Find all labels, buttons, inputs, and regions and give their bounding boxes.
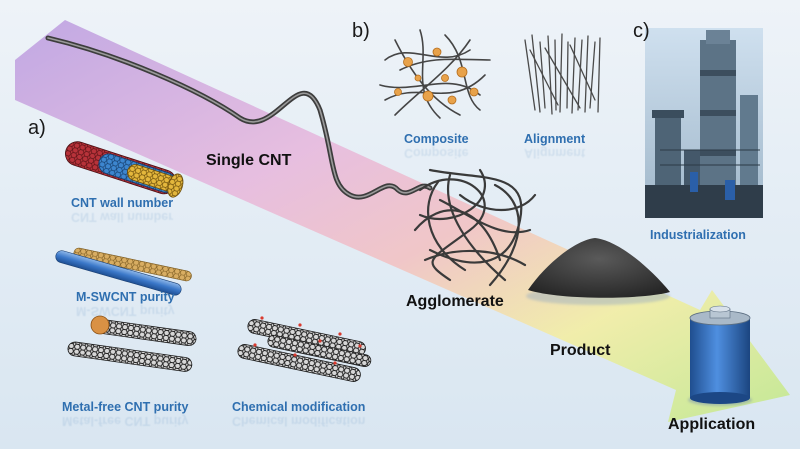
caption-composite: Composite	[404, 132, 469, 146]
agglomerate-tangle	[413, 168, 537, 287]
panel-label-b: b)	[352, 20, 370, 42]
stage-label-product: Product	[550, 342, 611, 359]
cnt-wall-number-illustration	[65, 141, 184, 198]
caption-chemical-modification-reflection: Chemical modification	[232, 414, 366, 428]
caption-m-swcnt-purity: M-SWCNT purity	[76, 290, 175, 304]
alignment-illustration	[524, 33, 601, 115]
industrial-plant-photo	[645, 28, 763, 218]
stage-label-agglomerate: Agglomerate	[406, 293, 504, 310]
metal-free-purity-illustration	[67, 315, 197, 372]
process-arrow	[15, 20, 790, 422]
m-swcnt-purity-illustration	[55, 247, 192, 296]
panel-label-a: a)	[28, 117, 46, 139]
battery-illustration	[688, 305, 752, 406]
caption-metal-free-purity-reflection: Metal-free CNT purity	[62, 414, 189, 428]
single-cnt-tube	[45, 35, 433, 200]
caption-cnt-wall-number-reflection: CNT wall number	[71, 210, 174, 224]
product-powder-pile	[526, 238, 670, 305]
caption-alignment-reflection: Alignment	[524, 146, 586, 160]
caption-chemical-modification: Chemical modification	[232, 400, 366, 414]
caption-composite-reflection: Composite	[404, 146, 469, 160]
stage-label-application: Application	[668, 416, 756, 433]
composite-illustration	[379, 29, 491, 119]
caption-industrialization: Industrialization	[650, 228, 746, 242]
caption-m-swcnt-purity-reflection: M-SWCNT purity	[76, 304, 175, 318]
caption-metal-free-purity: Metal-free CNT purity	[62, 400, 189, 414]
panel-label-c: c)	[633, 20, 650, 42]
caption-cnt-wall-number: CNT wall number	[71, 196, 174, 210]
caption-alignment: Alignment	[524, 132, 586, 146]
chemical-modification-illustration	[237, 316, 372, 382]
stage-label-single-cnt: Single CNT	[206, 152, 292, 169]
